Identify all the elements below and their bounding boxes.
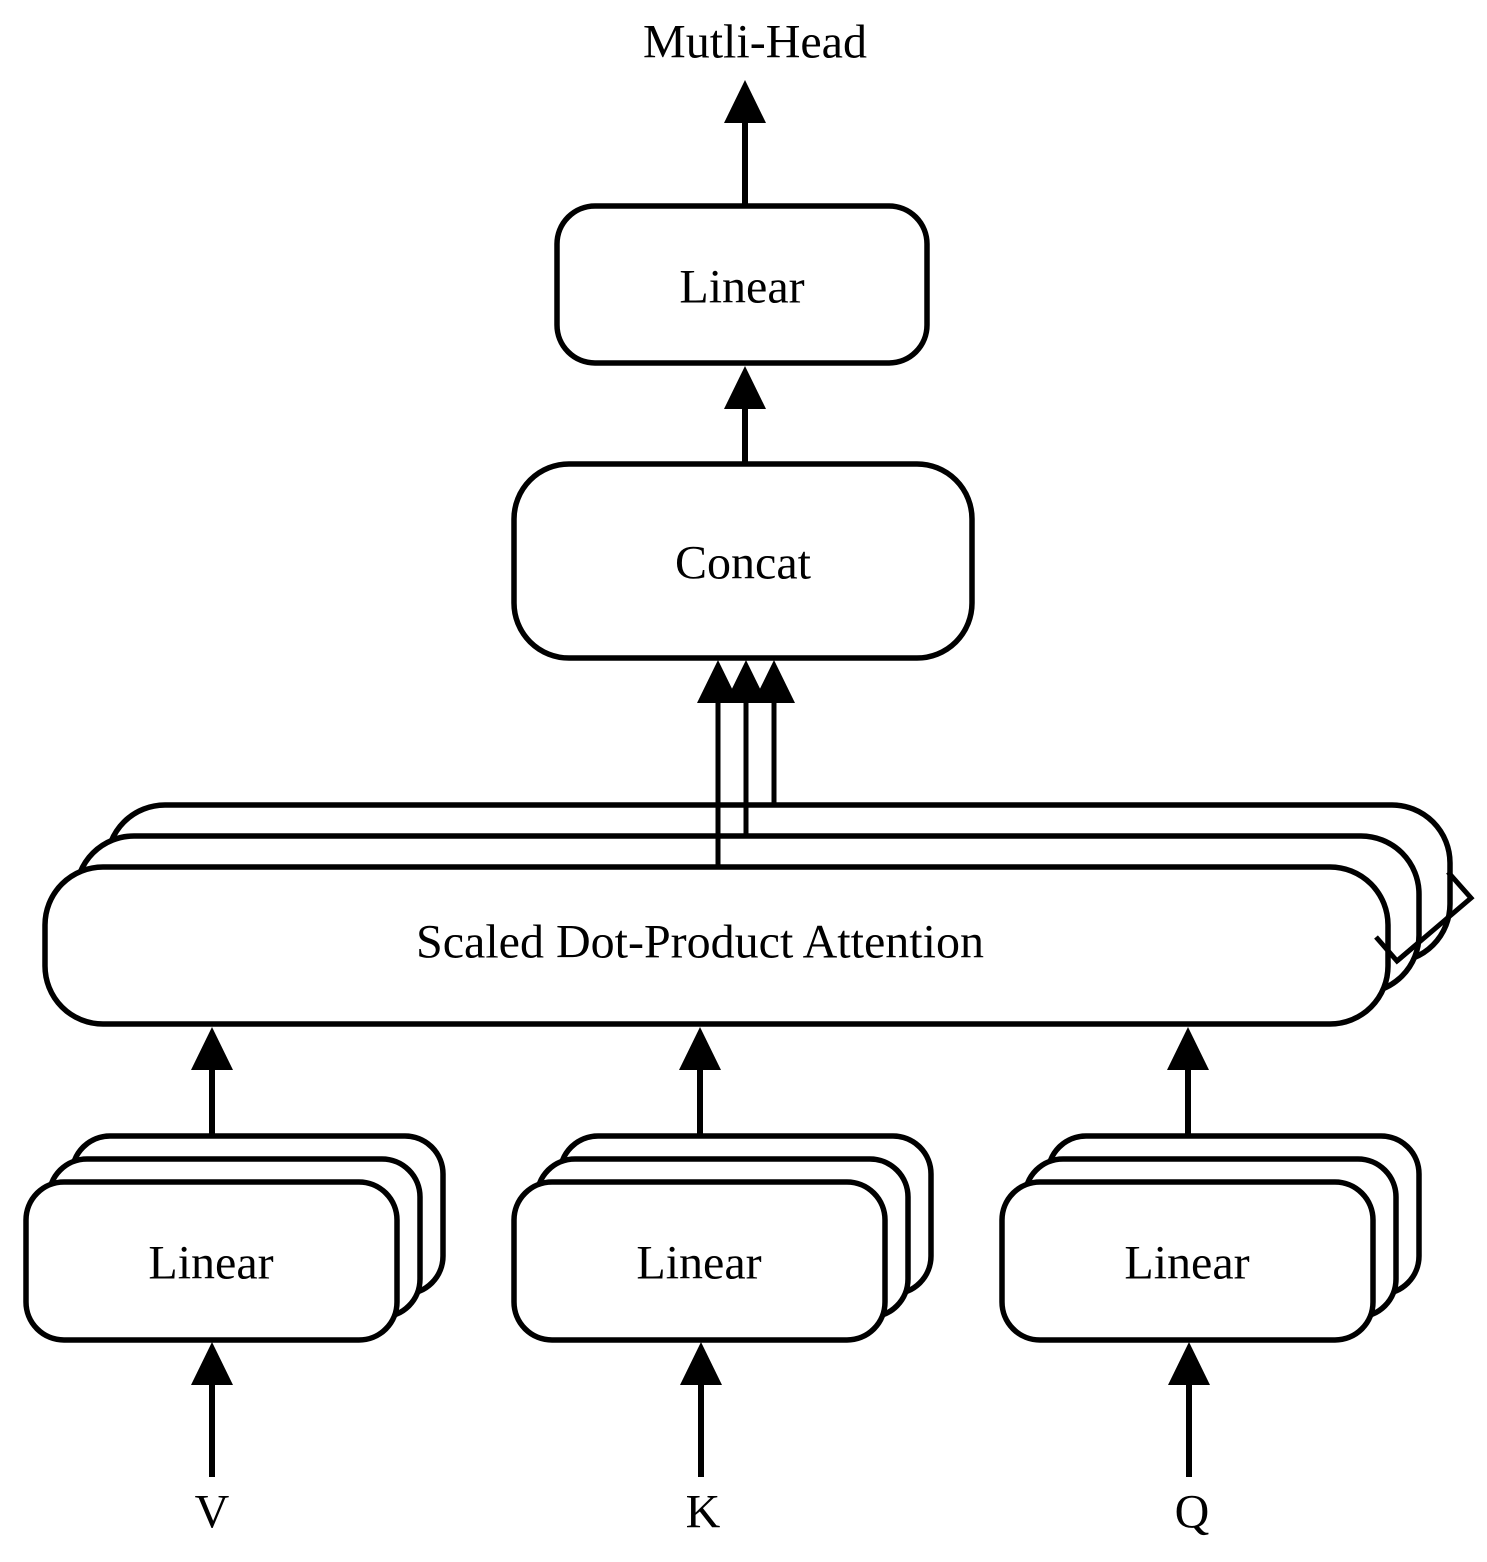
arrowhead-up-icon — [724, 80, 766, 123]
input-v-label: V — [195, 1486, 230, 1539]
arrowhead-up-icon — [697, 660, 739, 703]
arrowhead-up-icon — [725, 660, 767, 703]
output-linear-label: Linear — [679, 261, 804, 314]
output-linear-box — [554, 203, 930, 366]
arrow-attention-back-to-concat — [753, 660, 795, 807]
arrow-v-input-to-linear — [191, 1342, 233, 1477]
arrow-attention-front-to-concat — [697, 660, 739, 867]
q-linear-stack: Linear — [999, 1133, 1422, 1343]
v-linear-label: Linear — [148, 1237, 273, 1290]
open-arrowhead-down-icon — [1374, 935, 1419, 965]
arrowhead-up-icon — [1167, 1027, 1209, 1070]
arrow-linear-to-output — [724, 80, 766, 206]
concat-box — [511, 461, 975, 661]
concat-label: Concat — [675, 537, 812, 590]
q-linear-box-front — [999, 1179, 1376, 1343]
arrowhead-up-icon — [680, 1342, 722, 1385]
arrow-q-input-to-linear — [1168, 1342, 1210, 1477]
arrowhead-up-icon — [724, 366, 766, 409]
stack-repeat-arrow — [1374, 870, 1475, 965]
attention-label: Scaled Dot-Product Attention — [416, 916, 984, 969]
v-linear-box-front — [23, 1179, 400, 1343]
q-linear-label: Linear — [1124, 1237, 1249, 1290]
arrow-concat-to-linear — [724, 366, 766, 464]
k-linear-box-front — [511, 1179, 888, 1343]
arrow-attention-middle-to-concat — [725, 660, 767, 837]
k-linear-stack: Linear — [511, 1133, 934, 1343]
arrowhead-up-icon — [753, 660, 795, 703]
input-q-label: Q — [1175, 1486, 1210, 1539]
arrowhead-up-icon — [679, 1027, 721, 1070]
open-arrowhead-right-icon — [1395, 870, 1475, 963]
multi-head-output-label: Mutli-Head — [643, 16, 867, 69]
arrowhead-up-icon — [191, 1342, 233, 1385]
arrowhead-up-icon — [1168, 1342, 1210, 1385]
k-linear-label: Linear — [636, 1237, 761, 1290]
arrowhead-up-icon — [191, 1027, 233, 1070]
v-linear-stack: Linear — [23, 1133, 446, 1343]
input-k-label: K — [686, 1486, 721, 1539]
arrow-k-input-to-linear — [680, 1342, 722, 1477]
